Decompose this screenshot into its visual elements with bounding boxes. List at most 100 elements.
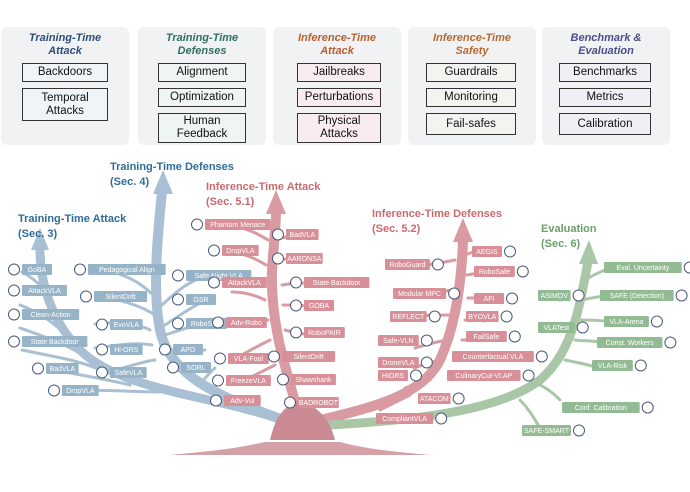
institution-logo-icon (208, 276, 220, 289)
tag-safe-smart: SAFE-SMART (522, 424, 585, 437)
svg-text:Clean-Action: Clean-Action (31, 312, 71, 319)
branch-title-inference-attack: Inference-Time Attack (206, 181, 321, 193)
svg-text:ATACOM: ATACOM (420, 396, 449, 403)
tag-badvla: BadVLA (272, 228, 319, 241)
svg-text:CulinaryCut-VLAP: CulinaryCut-VLAP (455, 373, 512, 380)
branch-title-evaluation: Evaluation (541, 223, 597, 235)
institution-logo-icon (572, 289, 585, 302)
tag-robosafe: RoboSafe (474, 265, 529, 278)
institution-logo-icon (290, 326, 302, 339)
svg-text:SafeVLA: SafeVLA (115, 370, 143, 377)
institution-logo-icon (172, 269, 184, 282)
tag-apo: APO (159, 343, 203, 356)
panel-title: Training-Time Defenses (165, 32, 239, 57)
panel-title: Inference-Time Attack (297, 32, 377, 57)
svg-text:APO: APO (181, 347, 196, 354)
institution-logo-icon (214, 352, 226, 365)
tag-adv-robo: Adv-Robo (212, 316, 267, 329)
tag-adv-vul: Adv-Vul (210, 394, 261, 407)
arrowhead-evaluation (579, 240, 598, 264)
svg-text:Phantom Menace: Phantom Menace (210, 222, 265, 229)
tag-const-workers: Const. Workers (597, 336, 677, 349)
tag-goba: GoBA (8, 263, 52, 276)
tree-trunk (270, 400, 335, 440)
svg-text:DropVLA: DropVLA (66, 388, 95, 395)
svg-text:RoboSafe: RoboSafe (479, 269, 510, 276)
institution-logo-icon (272, 228, 284, 241)
institution-logo-icon (212, 374, 224, 387)
tag-dropvla: DropVLA (48, 384, 99, 397)
tags-inference-attack: Phantom MenaceDropVLAAttackVLAAdv-RoboVL… (191, 218, 370, 409)
branch-sec-inference-defense: (Sec. 5.2) (372, 223, 421, 235)
tag-sorl: SORL (167, 361, 211, 374)
svg-text:DroneVLA: DroneVLA (382, 360, 415, 367)
svg-text:Adv-Robo: Adv-Robo (231, 320, 262, 327)
svg-text:FailSafe: FailSafe (474, 334, 500, 341)
branch-inference-attack (230, 207, 320, 425)
institution-logo-icon (506, 292, 518, 305)
panel-item-perturbations: Perturbations (297, 88, 381, 107)
panel-inference-time-attack: Inference-Time Attack Jailbreaks Perturb… (273, 27, 401, 145)
branch-sec-training-defense: (Sec. 4) (110, 176, 149, 188)
tag-failsafe: FailSafe (466, 330, 521, 343)
branch-title-training-defense: Training-Time Defenses (110, 161, 234, 173)
tag-compliantvla: CompliantVLA (376, 412, 448, 425)
svg-text:Modular MPC: Modular MPC (398, 291, 441, 298)
tag-aegis: AEGIS (472, 245, 516, 258)
svg-text:BYOVLA: BYOVLA (468, 314, 496, 321)
institution-logo-icon (32, 362, 44, 375)
panel-item-optimization: Optimization (158, 88, 246, 107)
institution-logo-icon (284, 396, 296, 409)
institution-logo-icon (683, 261, 690, 274)
institution-logo-icon (74, 263, 86, 276)
institution-logo-icon (420, 356, 433, 369)
svg-text:Safe-VLN: Safe-VLN (383, 338, 413, 345)
tag-phantom-menace: Phantom Menace (191, 218, 271, 231)
institution-logo-icon (634, 359, 647, 372)
svg-text:SAFE (Detection): SAFE (Detection) (610, 293, 664, 300)
panel-benchmark-evaluation: Benchmark & Evaluation Benchmarks Metric… (542, 27, 670, 145)
panel-item-guardrails: Guardrails (426, 63, 516, 82)
svg-text:Shawshank: Shawshank (295, 377, 332, 384)
institution-logo-icon (96, 318, 108, 331)
institution-logo-icon (435, 412, 448, 425)
arrowhead-inference-attack (266, 190, 286, 214)
tag-gsr: GSR (172, 293, 216, 306)
svg-text:SAFE-SMART: SAFE-SMART (524, 428, 570, 435)
svg-text:DropVLA: DropVLA (226, 248, 255, 255)
svg-text:RoboGuard: RoboGuard (389, 262, 425, 269)
panel-item-physical-attacks: Physical Attacks (297, 113, 381, 143)
tag-silentdrift: SilentDrift (80, 290, 148, 303)
tag-asimov: ASIMOV (538, 289, 585, 302)
svg-text:VLA-Risk: VLA-Risk (598, 363, 628, 370)
tag-state-backdoor: State Backdoor (8, 335, 88, 348)
svg-text:GSR: GSR (193, 297, 208, 304)
tag-silentdrift: SilentDrift (268, 350, 336, 363)
institution-logo-icon (167, 361, 179, 374)
panel-item-jailbreaks: Jailbreaks (297, 63, 381, 82)
institution-logo-icon (675, 289, 688, 302)
svg-text:VLA-Arena: VLA-Arena (609, 319, 643, 326)
tag-byovla: BYOVLA (466, 310, 513, 323)
tag-shawshank: Shawshank (277, 373, 336, 386)
svg-text:SilentDrift: SilentDrift (105, 294, 135, 301)
svg-text:EvoVLA: EvoVLA (114, 322, 140, 329)
branch-title-inference-defense: Inference-Time Defenses (372, 208, 502, 220)
tag-badvla: BadVLA (32, 362, 79, 375)
tag-afi: AFI (474, 292, 518, 305)
svg-text:BadVLA: BadVLA (289, 232, 315, 239)
arrowhead-training-defense (153, 170, 173, 194)
institution-logo-icon (290, 276, 302, 289)
branch-sec-inference-attack: (Sec. 5.1) (206, 196, 255, 208)
tree-roots (170, 442, 430, 455)
tag-conf-calibration: Conf. Calibration (562, 401, 654, 414)
svg-text:Safe-Night VLA: Safe-Night VLA (195, 273, 244, 280)
institution-logo-icon (96, 366, 108, 379)
tag-counterfactual-vla: Counterfactual VLA (452, 350, 548, 363)
svg-text:SORL: SORL (186, 365, 205, 372)
svg-text:REFLECT: REFLECT (392, 314, 425, 321)
svg-text:AttackVLA: AttackVLA (28, 288, 61, 295)
